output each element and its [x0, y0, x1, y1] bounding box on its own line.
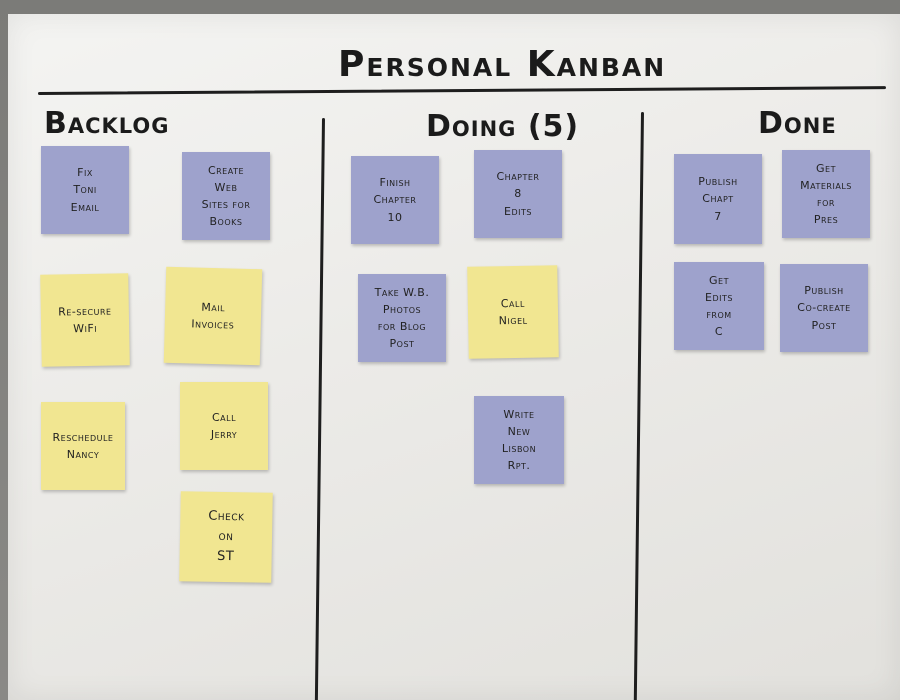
column-header-done: Done — [758, 106, 837, 141]
sticky-note-text: Take W.B. Photos for Blog Post — [374, 285, 430, 351]
sticky-note-text: Re-secure WiFi — [58, 304, 112, 336]
sticky-note-text: Mail Invoices — [191, 300, 235, 332]
sticky-note-get-edits-from-c[interactable]: Get Edits from C — [674, 262, 764, 350]
sticky-note-text: Reschedule Nancy — [52, 430, 114, 461]
sticky-note-fix-toni-email[interactable]: Fix Toni Email — [41, 146, 129, 234]
whiteboard: Personal Kanban Backlog Doing (5) Done F… — [8, 14, 900, 700]
sticky-note-text: Create Web Sites for Books — [201, 163, 251, 229]
sticky-note-publish-chapt-7[interactable]: Publish Chapt 7 — [674, 154, 762, 244]
sticky-note-text: Publish Chapt 7 — [698, 175, 738, 223]
sticky-note-text: Get Materials for Pres — [800, 161, 852, 227]
board-title: Personal Kanban — [338, 44, 667, 85]
column-divider-backlog-doing — [314, 117, 325, 700]
sticky-note-write-new-lisbon-rpt[interactable]: Write New Lisbon Rpt. — [474, 396, 564, 484]
sticky-note-text: Write New Lisbon Rpt. — [501, 407, 537, 473]
sticky-note-reschedule-nancy[interactable]: Reschedule Nancy — [41, 402, 125, 490]
sticky-note-mail-invoices[interactable]: Mail Invoices — [163, 266, 263, 366]
column-divider-doing-done — [633, 111, 644, 700]
header-divider-line — [37, 86, 886, 95]
sticky-note-take-wb-photos[interactable]: Take W.B. Photos for Blog Post — [358, 274, 446, 362]
sticky-note-text: Finish Chapter 10 — [373, 176, 417, 224]
sticky-note-create-web-sites[interactable]: Create Web Sites for Books — [182, 152, 270, 240]
sticky-note-call-jerry[interactable]: Call Jerry — [180, 382, 268, 470]
sticky-note-text: Publish Co-create Post — [797, 284, 851, 332]
sticky-note-re-secure-wifi[interactable]: Re-secure WiFi — [40, 273, 130, 367]
sticky-note-finish-chapter-10[interactable]: Finish Chapter 10 — [351, 156, 439, 244]
sticky-note-get-materials-for-pres[interactable]: Get Materials for Pres — [782, 150, 870, 238]
sticky-note-publish-co-create-post[interactable]: Publish Co-create Post — [780, 264, 868, 352]
sticky-note-text: Call Nigel — [498, 296, 528, 328]
sticky-note-chapter-8-edits[interactable]: Chapter 8 Edits — [474, 150, 562, 238]
sticky-note-text: Call Jerry — [210, 410, 238, 441]
column-header-doing: Doing (5) — [426, 109, 580, 144]
column-header-backlog: Backlog — [44, 106, 170, 141]
sticky-note-text: Get Edits from C — [705, 273, 733, 339]
sticky-note-check-on-st[interactable]: Check on ST — [179, 491, 273, 583]
sticky-note-text: Fix Toni Email — [70, 166, 100, 214]
sticky-note-text: Chapter 8 Edits — [496, 170, 540, 218]
sticky-note-text: Check on ST — [208, 508, 245, 565]
sticky-note-call-nigel[interactable]: Call Nigel — [467, 265, 559, 359]
